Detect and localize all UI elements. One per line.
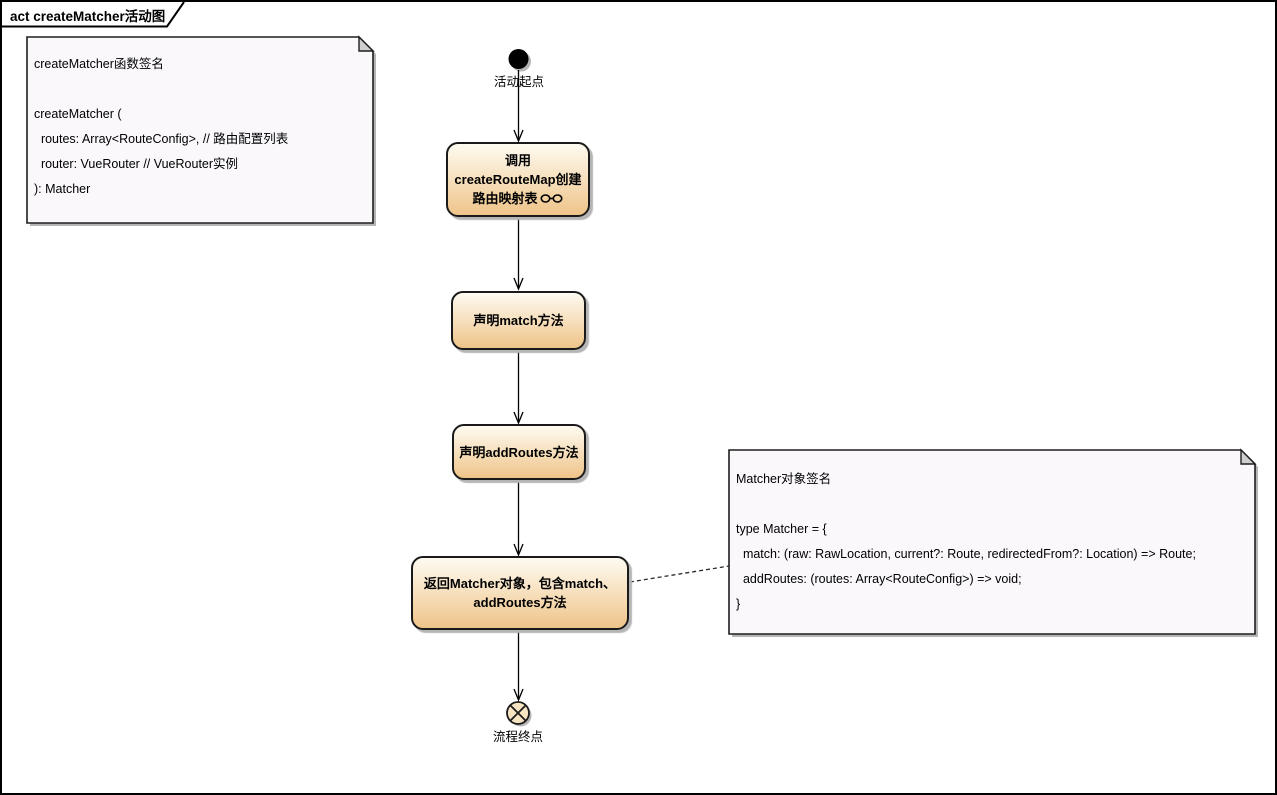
note-matcher-signature-text: Matcher对象签名 type Matcher = { match: (raw… [736, 467, 1248, 617]
subactivity-rake-icon [540, 194, 562, 203]
note-line: match: (raw: RawLocation, current?: Rout… [736, 547, 1196, 561]
edge-activity3-to-activity4[interactable] [513, 481, 524, 557]
note-creatematcher-signature[interactable] [26, 35, 376, 226]
note-line: addRoutes: (routes: Array<RouteConfig>) … [736, 572, 1022, 586]
note-line: type Matcher = { [736, 522, 827, 536]
note-line: createMatcher ( [34, 107, 122, 121]
note-line: router: VueRouter // VueRouter实例 [34, 157, 239, 171]
note-fold-corner [1240, 448, 1257, 465]
initial-node-dot [508, 49, 529, 69]
edge-activity2-to-activity3[interactable] [513, 351, 524, 425]
initial-node[interactable] [508, 49, 532, 72]
final-node-x [509, 704, 527, 722]
activity-call-createroutemap[interactable]: 调用 createRouteMap创建路由映射表 [446, 142, 590, 217]
note-matcher-signature[interactable] [728, 448, 1258, 637]
edge-note-anchor[interactable] [629, 565, 730, 583]
note-line: routes: Array<RouteConfig>, // 路由配置列表 [34, 132, 289, 146]
note-line: Matcher对象签名 [736, 472, 832, 486]
activity-label: 返回Matcher对象，包含match、addRoutes方法 [423, 576, 617, 610]
note-line [34, 77, 368, 102]
note-line: createMatcher函数签名 [34, 57, 164, 71]
final-node-label: 流程终点 [492, 730, 543, 744]
frame-title: act createMatcher活动图 [10, 9, 166, 24]
activity-return-matcher[interactable]: 返回Matcher对象，包含match、addRoutes方法 [411, 556, 629, 630]
note-fold-corner [358, 35, 375, 52]
note-line: ): Matcher [34, 182, 91, 196]
edge-start-to-activity1[interactable] [513, 70, 524, 143]
activity-label: 声明match方法 [473, 313, 564, 328]
note-line: } [736, 597, 741, 611]
control-flow-edges [513, 70, 524, 702]
activity-label-wrap: 调用 createRouteMap创建路由映射表 [454, 151, 582, 208]
initial-node-label: 活动起点 [493, 75, 544, 89]
activity-label: 声明addRoutes方法 [459, 444, 579, 460]
edge-activity1-to-activity2[interactable] [513, 218, 524, 291]
note-line [736, 492, 1248, 517]
activity-declare-addroutes[interactable]: 声明addRoutes方法 [452, 424, 586, 480]
note-body [728, 449, 1256, 635]
final-node[interactable] [506, 701, 532, 727]
activity-declare-match[interactable]: 声明match方法 [451, 291, 586, 350]
edge-activity4-to-end[interactable] [513, 632, 524, 702]
activity-label: 调用 createRouteMap创建路由映射表 [454, 153, 582, 206]
frame-title-tab [2, 2, 185, 28]
note-creatematcher-signature-text: createMatcher函数签名 createMatcher ( routes… [34, 52, 368, 202]
note-body [26, 36, 374, 224]
